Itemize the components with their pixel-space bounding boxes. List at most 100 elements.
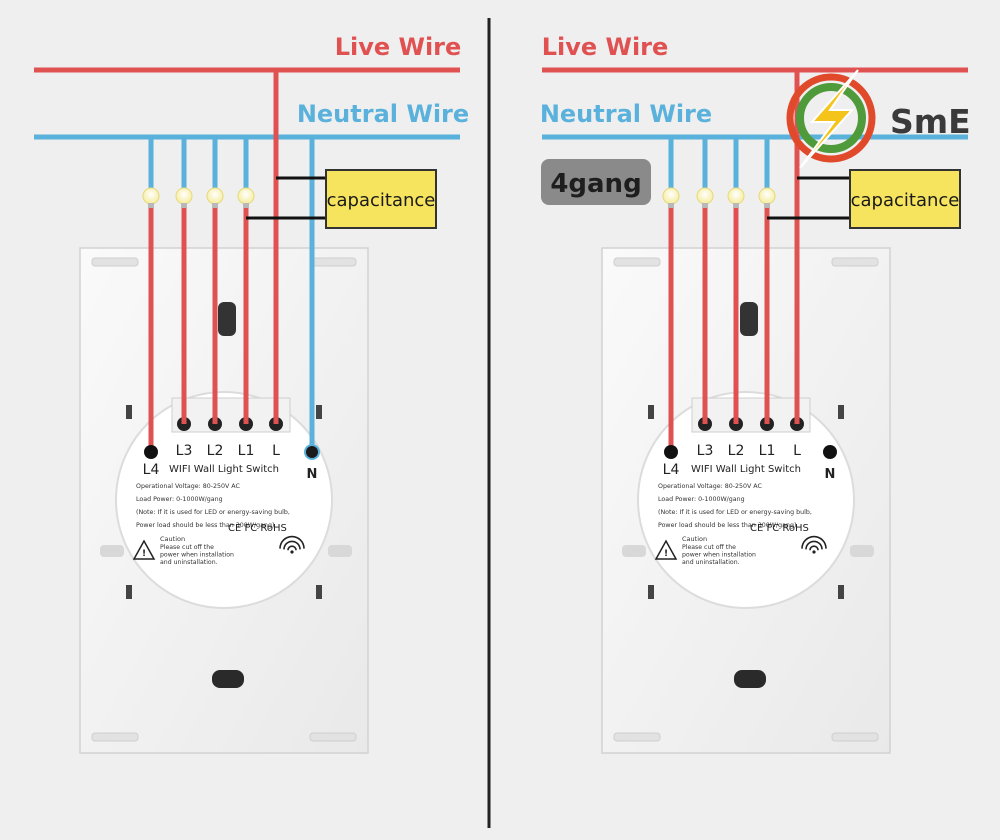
module-spec-line: Power load should be less than 300W/gang… [658, 522, 796, 529]
light-bulb-icon [237, 187, 255, 205]
wifi-icon [809, 545, 819, 551]
wifi-icon-dot [290, 550, 294, 554]
vent-mark [838, 585, 844, 599]
light-bulb-icon [175, 187, 193, 205]
side-notch [100, 545, 124, 557]
plate-clip [91, 732, 139, 742]
bulb-base [702, 203, 708, 208]
bulb-base [764, 203, 770, 208]
vent-mark [838, 405, 844, 419]
wifi-icon-dot [812, 550, 816, 554]
plate-clip [613, 257, 661, 267]
module-spec-line: Power load should be less than 300W/gang… [136, 522, 274, 529]
wifi-icon [287, 545, 297, 551]
caution-line: Please cut off the [160, 544, 214, 551]
logo-text: SmE [890, 102, 971, 141]
mount-slot-bottom [734, 670, 766, 688]
bulb-base [243, 203, 249, 208]
side-notch [850, 545, 874, 557]
caution-line: power when installation [682, 552, 756, 559]
caution-line: Please cut off the [682, 544, 736, 551]
panel-right: L3 L2 L1 L L4 N WIFI Wall Light SwitchOperatio… [540, 33, 968, 754]
light-bulb-icon [696, 187, 714, 205]
wifi-icon [279, 535, 305, 549]
terminal-block [691, 397, 811, 433]
terminal-label: L1 [238, 443, 255, 459]
vent-mark [316, 405, 322, 419]
module-spec-line: Load Power: 0-1000W/gang [136, 496, 223, 503]
vent-mark [316, 585, 322, 599]
cert-marks: CE FC RoHS [750, 523, 809, 534]
vent-mark [648, 405, 654, 419]
side-notch [328, 545, 352, 557]
plate-clip [309, 732, 357, 742]
vent-mark [648, 585, 654, 599]
output-l4-label: L4 [663, 462, 680, 478]
terminal-screw-l4 [144, 445, 158, 459]
terminal-label: L3 [176, 443, 193, 459]
plate-clip [831, 732, 879, 742]
terminal-label: L [793, 443, 801, 459]
live-wire-label: Live Wire [335, 33, 462, 61]
caution-line: and uninstallation. [682, 559, 740, 566]
caution-title: Caution [682, 535, 707, 543]
light-bulb-icon [727, 187, 745, 205]
plate-clip [613, 732, 661, 742]
terminal-screw-l4 [664, 445, 678, 459]
bulb-base [733, 203, 739, 208]
mount-slot-bottom [212, 670, 244, 688]
module-title: WIFI Wall Light Switch [169, 464, 279, 475]
capacitance-label: capacitance [327, 190, 436, 211]
output-l4-label: L4 [143, 462, 160, 478]
warning-icon-mark: ! [664, 549, 668, 559]
gang-badge-label: 4gang [550, 169, 641, 199]
caution-line: power when installation [160, 552, 234, 559]
light-bulb-icon [758, 187, 776, 205]
module-spec-line: Load Power: 0-1000W/gang [658, 496, 745, 503]
caution-line: and uninstallation. [160, 559, 218, 566]
warning-icon [654, 539, 678, 560]
caution-title: Caution [160, 535, 185, 543]
sme-logo: SmE [786, 69, 971, 169]
terminal-label: L1 [759, 443, 776, 459]
lightning-bolt-icon [799, 69, 859, 169]
cert-marks: CE FC RoHS [228, 523, 287, 534]
terminal-label: L3 [697, 443, 714, 459]
gang-badge: 4gang [541, 159, 651, 205]
bulb-base [148, 203, 154, 208]
switch-module [115, 391, 333, 609]
capacitance-box [849, 169, 961, 229]
neutral-wire-label: Neutral Wire [297, 100, 469, 128]
switch-module [637, 391, 855, 609]
module-spec-line: (Note: If it is used for LED or energy-s… [658, 509, 812, 516]
mount-slot-top [740, 302, 758, 336]
light-bulb-icon [206, 187, 224, 205]
terminal-label: L2 [207, 443, 224, 459]
module-title: WIFI Wall Light Switch [691, 464, 801, 475]
terminal-screw-n [823, 445, 837, 459]
panel-left: L3 L2 L1 L L4 N WIFI Wall Light SwitchOperatio… [34, 33, 469, 754]
plate-clip [309, 257, 357, 267]
module-spec-line: Operational Voltage: 80-250V AC [658, 483, 762, 490]
bulb-base [212, 203, 218, 208]
vent-mark [126, 405, 132, 419]
side-notch [622, 545, 646, 557]
capacitance-label: capacitance [851, 190, 960, 211]
wifi-icon [805, 540, 823, 550]
module-spec-line: Operational Voltage: 80-250V AC [136, 483, 240, 490]
neutral-n-label: N [307, 467, 318, 482]
bulb-base [181, 203, 187, 208]
capacitance-box [325, 169, 437, 229]
terminal-label: L2 [728, 443, 745, 459]
warning-icon [132, 539, 156, 560]
plate-clip [91, 257, 139, 267]
bulb-base [668, 203, 674, 208]
neutral-n-label: N [825, 467, 836, 482]
warning-icon-mark: ! [142, 549, 146, 559]
terminal-label: L [272, 443, 280, 459]
wifi-icon [801, 535, 827, 549]
light-bulb-icon [142, 187, 160, 205]
mount-slot-top [218, 302, 236, 336]
